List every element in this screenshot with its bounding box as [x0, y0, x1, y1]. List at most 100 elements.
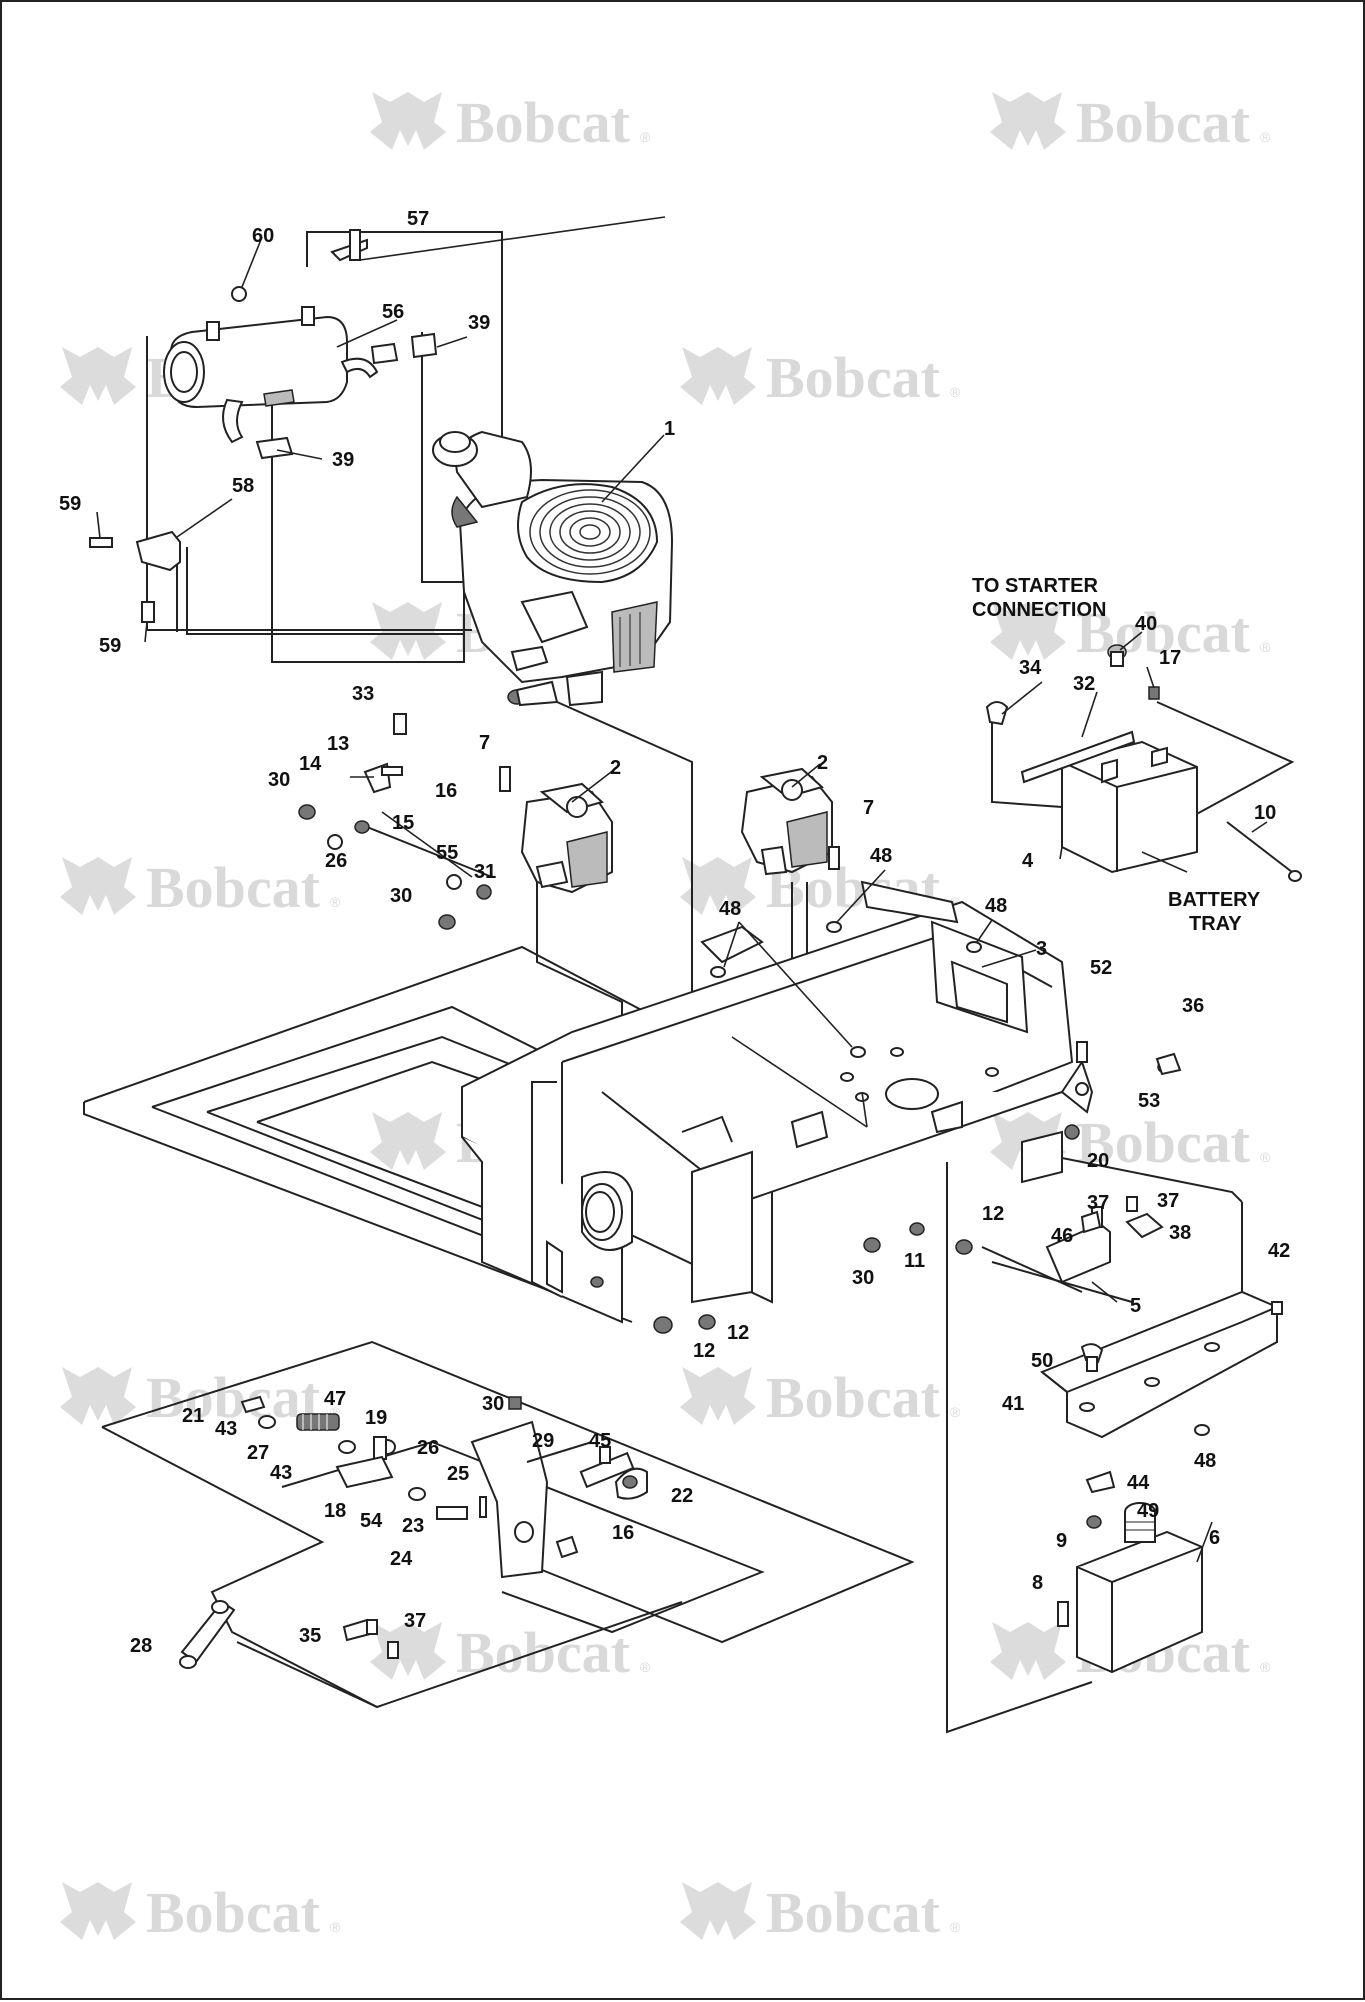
callout-54: 54 [360, 1510, 383, 1532]
callout-1: 1 [664, 418, 675, 440]
callout-9: 9 [1056, 1530, 1067, 1552]
callout-30-c: 30 [852, 1267, 874, 1289]
watermark-text: Bobcat [456, 1620, 631, 1685]
bobcat-logo-icon [370, 1622, 446, 1680]
watermark-reg-mark: ® [1260, 639, 1271, 655]
bobcat-watermark: Bobcat ® [990, 90, 1271, 155]
callout-52: 52 [1090, 957, 1112, 979]
bobcat-watermark: Bobcat ® [60, 1365, 341, 1430]
callout-labels: 1 2 2 3 4 5 6 7 7 8 9 10 11 12 12 12 13 … [59, 208, 1290, 1657]
callout-7-left: 7 [479, 732, 490, 754]
bobcat-logo-icon [680, 1882, 756, 1940]
callout-16-lower: 16 [612, 1522, 634, 1544]
callout-20: 20 [1087, 1150, 1109, 1172]
muffler-assembly [163, 229, 438, 460]
callout-32: 32 [1073, 673, 1095, 695]
bobcat-watermark: Bobcat ® [370, 1620, 651, 1685]
callout-48-b: 48 [719, 898, 741, 920]
callout-37-c: 37 [404, 1610, 426, 1632]
bobcat-watermark: Bobcat® [680, 1365, 961, 1430]
callout-39-lower: 39 [332, 449, 354, 471]
bobcat-logo-icon [680, 347, 756, 405]
watermark-reg-mark: ® [1260, 1149, 1271, 1165]
bobcat-logo-icon [60, 347, 136, 405]
callout-12-b: 12 [693, 1340, 715, 1362]
callout-23: 23 [402, 1515, 424, 1537]
callout-58: 58 [232, 475, 254, 497]
callout-7-right: 7 [863, 797, 874, 819]
watermark-text: Bobcat [1076, 90, 1251, 155]
callout-48-d: 48 [1194, 1450, 1216, 1472]
watermark-text: Bobcat [146, 1365, 321, 1430]
watermark-text: Bobcat [146, 1880, 321, 1945]
watermark-reg-mark: ® [950, 894, 961, 910]
bobcat-logo-icon [60, 1367, 136, 1425]
callout-38: 38 [1169, 1222, 1191, 1244]
watermark-reg-mark: ® [1260, 1659, 1271, 1675]
callout-43-lower: 43 [270, 1462, 292, 1484]
watermark-text: Bobcat [766, 1880, 941, 1945]
starter-note-line2: CONNECTION [972, 599, 1106, 621]
callout-24: 24 [390, 1548, 413, 1570]
callout-48-c: 48 [985, 895, 1007, 917]
bobcat-logo-icon [60, 1882, 136, 1940]
callout-55: 55 [436, 842, 458, 864]
frame-fasteners [653, 921, 1182, 1334]
callout-12-a: 12 [982, 1203, 1004, 1225]
callout-34: 34 [1019, 657, 1042, 679]
callout-50: 50 [1031, 1350, 1053, 1372]
callout-17: 17 [1159, 647, 1181, 669]
callout-12-c: 12 [727, 1322, 749, 1344]
pump-bolts [499, 766, 840, 870]
bobcat-watermark: Bobcat® [370, 90, 651, 155]
bobcat-watermark: Bobcat ® [680, 1880, 961, 1945]
watermark-reg-mark: ® [330, 1919, 341, 1935]
callout-33: 33 [352, 683, 374, 705]
bobcat-logo-icon [370, 1112, 446, 1170]
watermark-text: Bobcat [1076, 600, 1251, 665]
callout-22: 22 [671, 1485, 693, 1507]
callout-15: 15 [392, 812, 414, 834]
watermark-reg-mark: ® [330, 1404, 341, 1420]
steering-linkage-upper [298, 713, 493, 930]
watermark-reg-mark: ® [950, 1919, 961, 1935]
spring [296, 1413, 340, 1431]
callout-60: 60 [252, 225, 274, 247]
callout-53: 53 [1138, 1090, 1160, 1112]
callout-59-upper: 59 [59, 493, 81, 515]
bobcat-logo-icon [60, 857, 136, 915]
callout-30-b: 30 [390, 885, 412, 907]
callout-18: 18 [324, 1500, 346, 1522]
callout-21: 21 [182, 1405, 204, 1427]
callout-31: 31 [474, 861, 496, 883]
callout-39-upper: 39 [468, 312, 490, 334]
callout-36: 36 [1182, 995, 1204, 1017]
battery-tray-note-line2: TRAY [1189, 913, 1242, 935]
callout-45: 45 [589, 1430, 611, 1452]
callout-5: 5 [1130, 1295, 1141, 1317]
callout-37-a: 37 [1087, 1192, 1109, 1214]
callout-14: 14 [299, 753, 322, 775]
callout-3: 3 [1036, 938, 1047, 960]
bobcat-watermark: Bobcat® [680, 345, 961, 410]
watermark-reg-mark: ® [640, 1659, 651, 1675]
callout-48-a: 48 [870, 845, 892, 867]
callout-26-lower: 26 [417, 1437, 439, 1459]
bobcat-watermark: Bobcat® [60, 855, 341, 920]
bobcat-logo-icon [680, 857, 756, 915]
callout-6: 6 [1209, 1527, 1220, 1549]
callout-56: 56 [382, 301, 404, 323]
callout-46: 46 [1051, 1225, 1073, 1247]
callout-35: 35 [299, 1625, 321, 1647]
callout-59-lower: 59 [99, 635, 121, 657]
callout-42: 42 [1268, 1240, 1290, 1262]
bobcat-logo-icon [680, 1367, 756, 1425]
callout-2-right: 2 [817, 752, 828, 774]
callout-4: 4 [1022, 850, 1034, 872]
callout-27: 27 [247, 1442, 269, 1464]
flywheel-screen [529, 489, 651, 575]
callout-28: 28 [130, 1635, 152, 1657]
callout-30-d: 30 [482, 1393, 504, 1415]
watermark-reg-mark: ® [1260, 129, 1271, 145]
hydro-pump-left [520, 782, 613, 894]
